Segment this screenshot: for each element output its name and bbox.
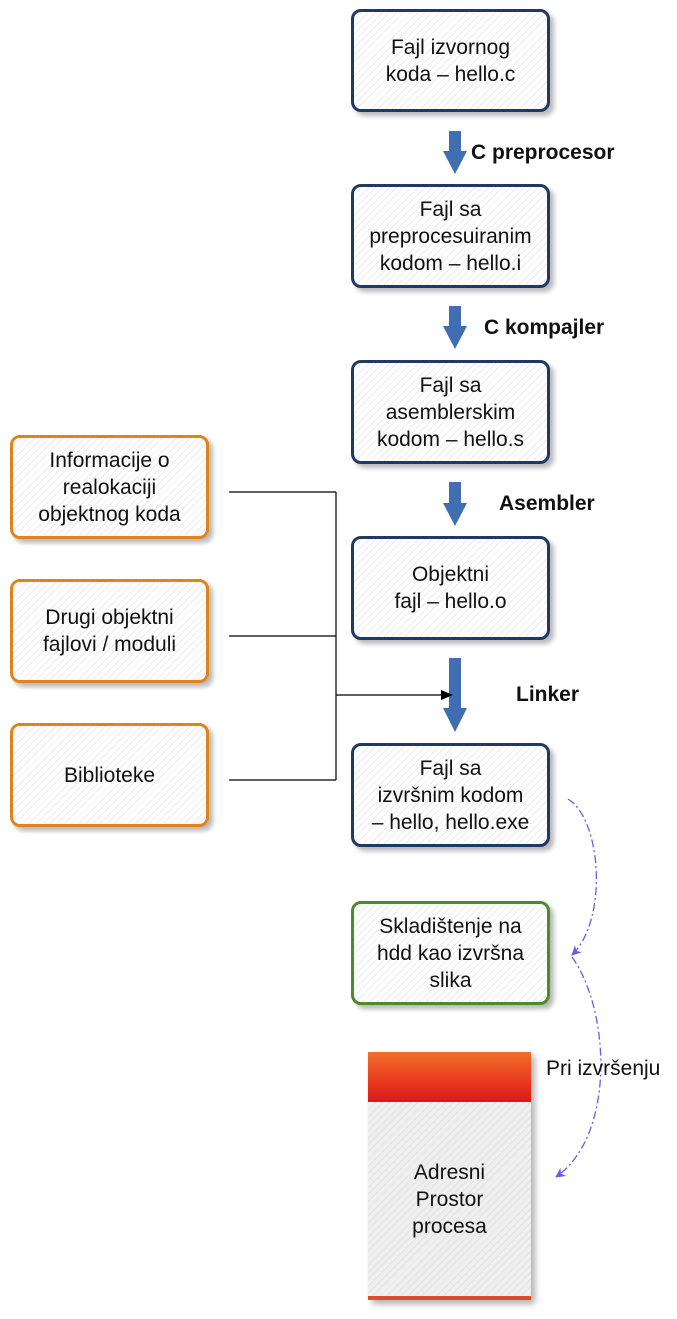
libraries-box: Biblioteke — [10, 723, 209, 827]
preprocessed-file-text: Fajl sa preprocesuiranim kodom – hello.i — [369, 197, 532, 275]
storage-text: Skladištenje na hdd kao izvršna slika — [376, 914, 525, 992]
flow-arrow-compiler — [443, 306, 467, 349]
process-footer — [368, 1296, 531, 1300]
assembly-file-text: Fajl sa asemblerskim kodom – hello.s — [376, 373, 525, 451]
flow-arrow-linker — [443, 658, 467, 732]
relocation-info-box: Informacije o realokaciji objektnog koda — [10, 435, 209, 539]
object-file-text: Objektni fajl – hello.o — [394, 563, 507, 613]
process-header — [368, 1052, 531, 1102]
process-address-space: Adresni Prostor procesa — [368, 1052, 531, 1300]
connector-arrowhead — [441, 690, 453, 700]
object-file-box: Objektni fajl – hello.o — [351, 536, 550, 640]
relocation-info-text: Informacije o realokaciji objektnog koda — [38, 448, 181, 526]
source-file-box: Fajl izvornog koda – hello.c — [351, 9, 550, 112]
libraries-text: Biblioteke — [63, 763, 156, 787]
step-label-linker: Linker — [516, 683, 580, 706]
assembly-file-box: Fajl sa asemblerskim kodom – hello.s — [351, 360, 550, 464]
flow-arrow-preprocessor — [443, 131, 467, 174]
executable-file-text: Fajl sa izvršnim kodom – hello, hello.ex… — [371, 756, 530, 834]
executable-file-box: Fajl sa izvršnim kodom – hello, hello.ex… — [351, 743, 550, 847]
other-objects-box: Drugi objektni fajlovi / moduli — [10, 579, 209, 683]
dashed-arrow-to-process — [555, 956, 602, 1178]
process-text: Adresni Prostor procesa — [412, 1160, 487, 1238]
other-objects-text: Drugi objektni fajlovi / moduli — [42, 606, 177, 656]
process-body: Adresni Prostor procesa — [368, 1102, 531, 1296]
step-label-assembler: Asembler — [499, 492, 595, 515]
storage-box: Skladištenje na hdd kao izvršna slika — [351, 901, 550, 1005]
step-label-preprocessor: C preprocesor — [471, 141, 615, 164]
source-file-text: Fajl izvornog koda – hello.c — [385, 35, 516, 86]
side-inputs-connector — [229, 491, 441, 781]
preprocessed-file-box: Fajl sa preprocesuiranim kodom – hello.i — [351, 184, 550, 288]
dashed-arrow-to-storage — [567, 798, 597, 956]
step-label-compiler: C kompajler — [484, 316, 605, 339]
flow-arrow-assembler — [443, 482, 467, 526]
execution-label: Pri izvršenju — [546, 1057, 661, 1080]
